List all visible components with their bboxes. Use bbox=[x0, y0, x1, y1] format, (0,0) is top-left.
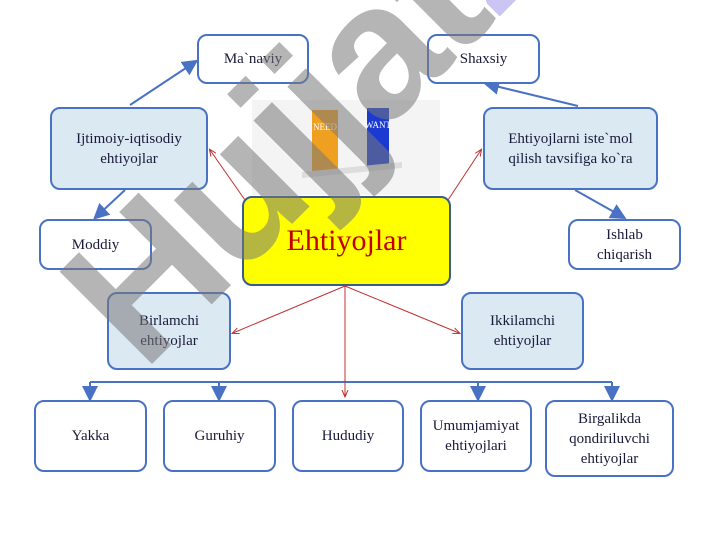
node-manaviy: Ma`naviy bbox=[197, 34, 309, 84]
node-guruhiy: Guruhiy bbox=[163, 400, 276, 472]
node-ishlab: Ishlab chiqarish bbox=[568, 219, 681, 270]
want-label: WANT bbox=[365, 120, 391, 130]
node-shaxsiy: Shaxsiy bbox=[427, 34, 540, 84]
node-ikkilamchi: Ikkilamchi ehtiyojlar bbox=[461, 292, 584, 370]
node-hududiy: Hududiy bbox=[292, 400, 404, 472]
need-label: NEED bbox=[313, 122, 337, 132]
node-ijtimoiy: Ijtimoiy-iqtisodiy ehtiyojlar bbox=[50, 107, 208, 190]
node-birlamchi: Birlamchi ehtiyojlar bbox=[107, 292, 231, 370]
need-want-image: NEED WANT bbox=[252, 100, 440, 195]
node-istemol: Ehtiyojlarni iste`mol qilish tavsifiga k… bbox=[483, 107, 658, 190]
node-umumjamiyat: Umumjamiyat ehtiyojlari bbox=[420, 400, 532, 472]
node-center: Ehtiyojlar bbox=[242, 196, 451, 286]
node-moddiy: Moddiy bbox=[39, 219, 152, 270]
node-yakka: Yakka bbox=[34, 400, 147, 472]
node-birgalikda: Birgalikda qondiriluvchi ehtiyojlar bbox=[545, 400, 674, 477]
